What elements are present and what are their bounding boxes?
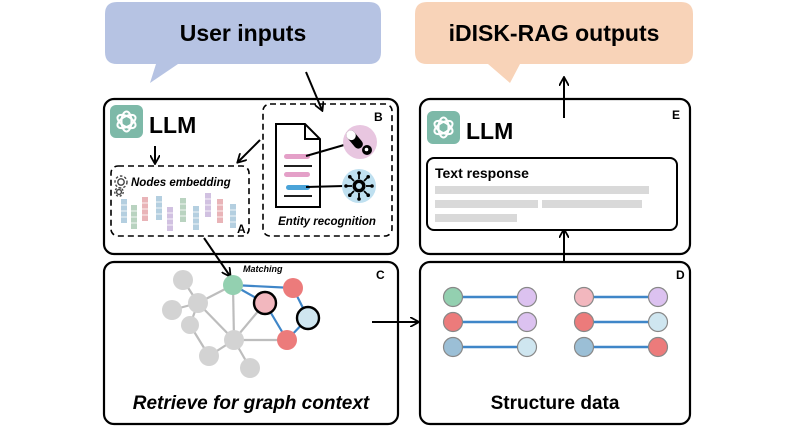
embedding-vector bbox=[205, 193, 211, 217]
embedding-vector bbox=[230, 204, 236, 228]
chatgpt-logo-icon bbox=[110, 105, 143, 138]
graph-node bbox=[283, 278, 303, 298]
user-inputs-bubble: User inputs bbox=[105, 2, 381, 83]
recognition-link bbox=[305, 185, 345, 188]
panel-a: Nodes embedding bbox=[110, 165, 250, 237]
panel-e-letter: E bbox=[672, 108, 680, 122]
graph-node bbox=[277, 330, 297, 350]
embedding-vector bbox=[180, 198, 186, 222]
embedding-vector bbox=[131, 205, 137, 229]
panel-c: C Matching bbox=[102, 260, 400, 426]
arrow-icon bbox=[203, 237, 230, 276]
text-response-box: Text response bbox=[426, 157, 678, 231]
text-response-label: Text response bbox=[435, 165, 529, 181]
flow-arrows bbox=[155, 71, 564, 322]
virus-icon bbox=[342, 169, 376, 203]
arrow-icon bbox=[238, 139, 261, 162]
triple-row bbox=[442, 286, 538, 308]
graph-node bbox=[223, 275, 243, 295]
panel-b-title: Entity recognition bbox=[278, 216, 376, 228]
triple-row bbox=[442, 336, 538, 358]
panel-a-letter: A bbox=[237, 222, 246, 236]
panel-c-caption: Retrieve for graph context bbox=[133, 393, 370, 414]
graph-node bbox=[181, 316, 199, 334]
text-line-placeholder bbox=[435, 200, 538, 208]
arrow-icon bbox=[305, 71, 322, 110]
outputs-bubble: iDISK-RAG outputs bbox=[415, 2, 693, 83]
panel-e: E LLM Text response bbox=[418, 97, 692, 256]
document-icon bbox=[275, 123, 321, 208]
panel-b: B bbox=[262, 103, 393, 237]
matched-node bbox=[252, 290, 278, 316]
embedding-vector bbox=[167, 207, 173, 231]
embedding-vector bbox=[156, 196, 162, 220]
recognition-link bbox=[305, 144, 345, 157]
text-line-placeholder bbox=[542, 200, 642, 208]
text-line-placeholder bbox=[435, 186, 649, 194]
text-line-placeholder bbox=[435, 214, 517, 222]
panel-a-title: Nodes embedding bbox=[131, 177, 231, 189]
panel-d-letter: D bbox=[676, 268, 685, 282]
triples bbox=[442, 286, 669, 358]
embedding-vector bbox=[121, 199, 127, 223]
graph-node bbox=[199, 346, 219, 366]
chatgpt-logo-icon bbox=[427, 111, 460, 144]
llm-label: LLM bbox=[149, 112, 196, 138]
triple-row bbox=[573, 336, 669, 358]
graph-node bbox=[224, 330, 244, 350]
pill-icon bbox=[343, 125, 377, 159]
gear-icon bbox=[114, 175, 128, 197]
embedding-vector bbox=[142, 197, 148, 221]
panel-c-letter: C bbox=[376, 268, 385, 282]
triple-row bbox=[442, 311, 538, 333]
embedding-vector bbox=[193, 206, 199, 230]
llm-block: LLM Nodes embedding bbox=[102, 97, 400, 256]
graph-nodes bbox=[162, 270, 321, 378]
outputs-label: iDISK-RAG outputs bbox=[449, 20, 660, 46]
graph-node bbox=[188, 293, 208, 313]
panel-d: D bbox=[418, 260, 692, 426]
panel-b-letter: B bbox=[374, 110, 383, 124]
triple-row bbox=[573, 311, 669, 333]
llm-label: LLM bbox=[466, 118, 513, 144]
graph-node bbox=[240, 358, 260, 378]
triple-row bbox=[573, 286, 669, 308]
matched-node bbox=[295, 305, 321, 331]
embedding-vectors bbox=[121, 193, 236, 231]
graph-node bbox=[173, 270, 193, 290]
matching-label: Matching bbox=[243, 264, 283, 274]
embedding-vector bbox=[217, 199, 223, 223]
panel-d-caption: Structure data bbox=[491, 393, 620, 414]
graph-node bbox=[162, 300, 182, 320]
user-inputs-label: User inputs bbox=[180, 20, 307, 46]
knowledge-graph bbox=[162, 270, 321, 378]
